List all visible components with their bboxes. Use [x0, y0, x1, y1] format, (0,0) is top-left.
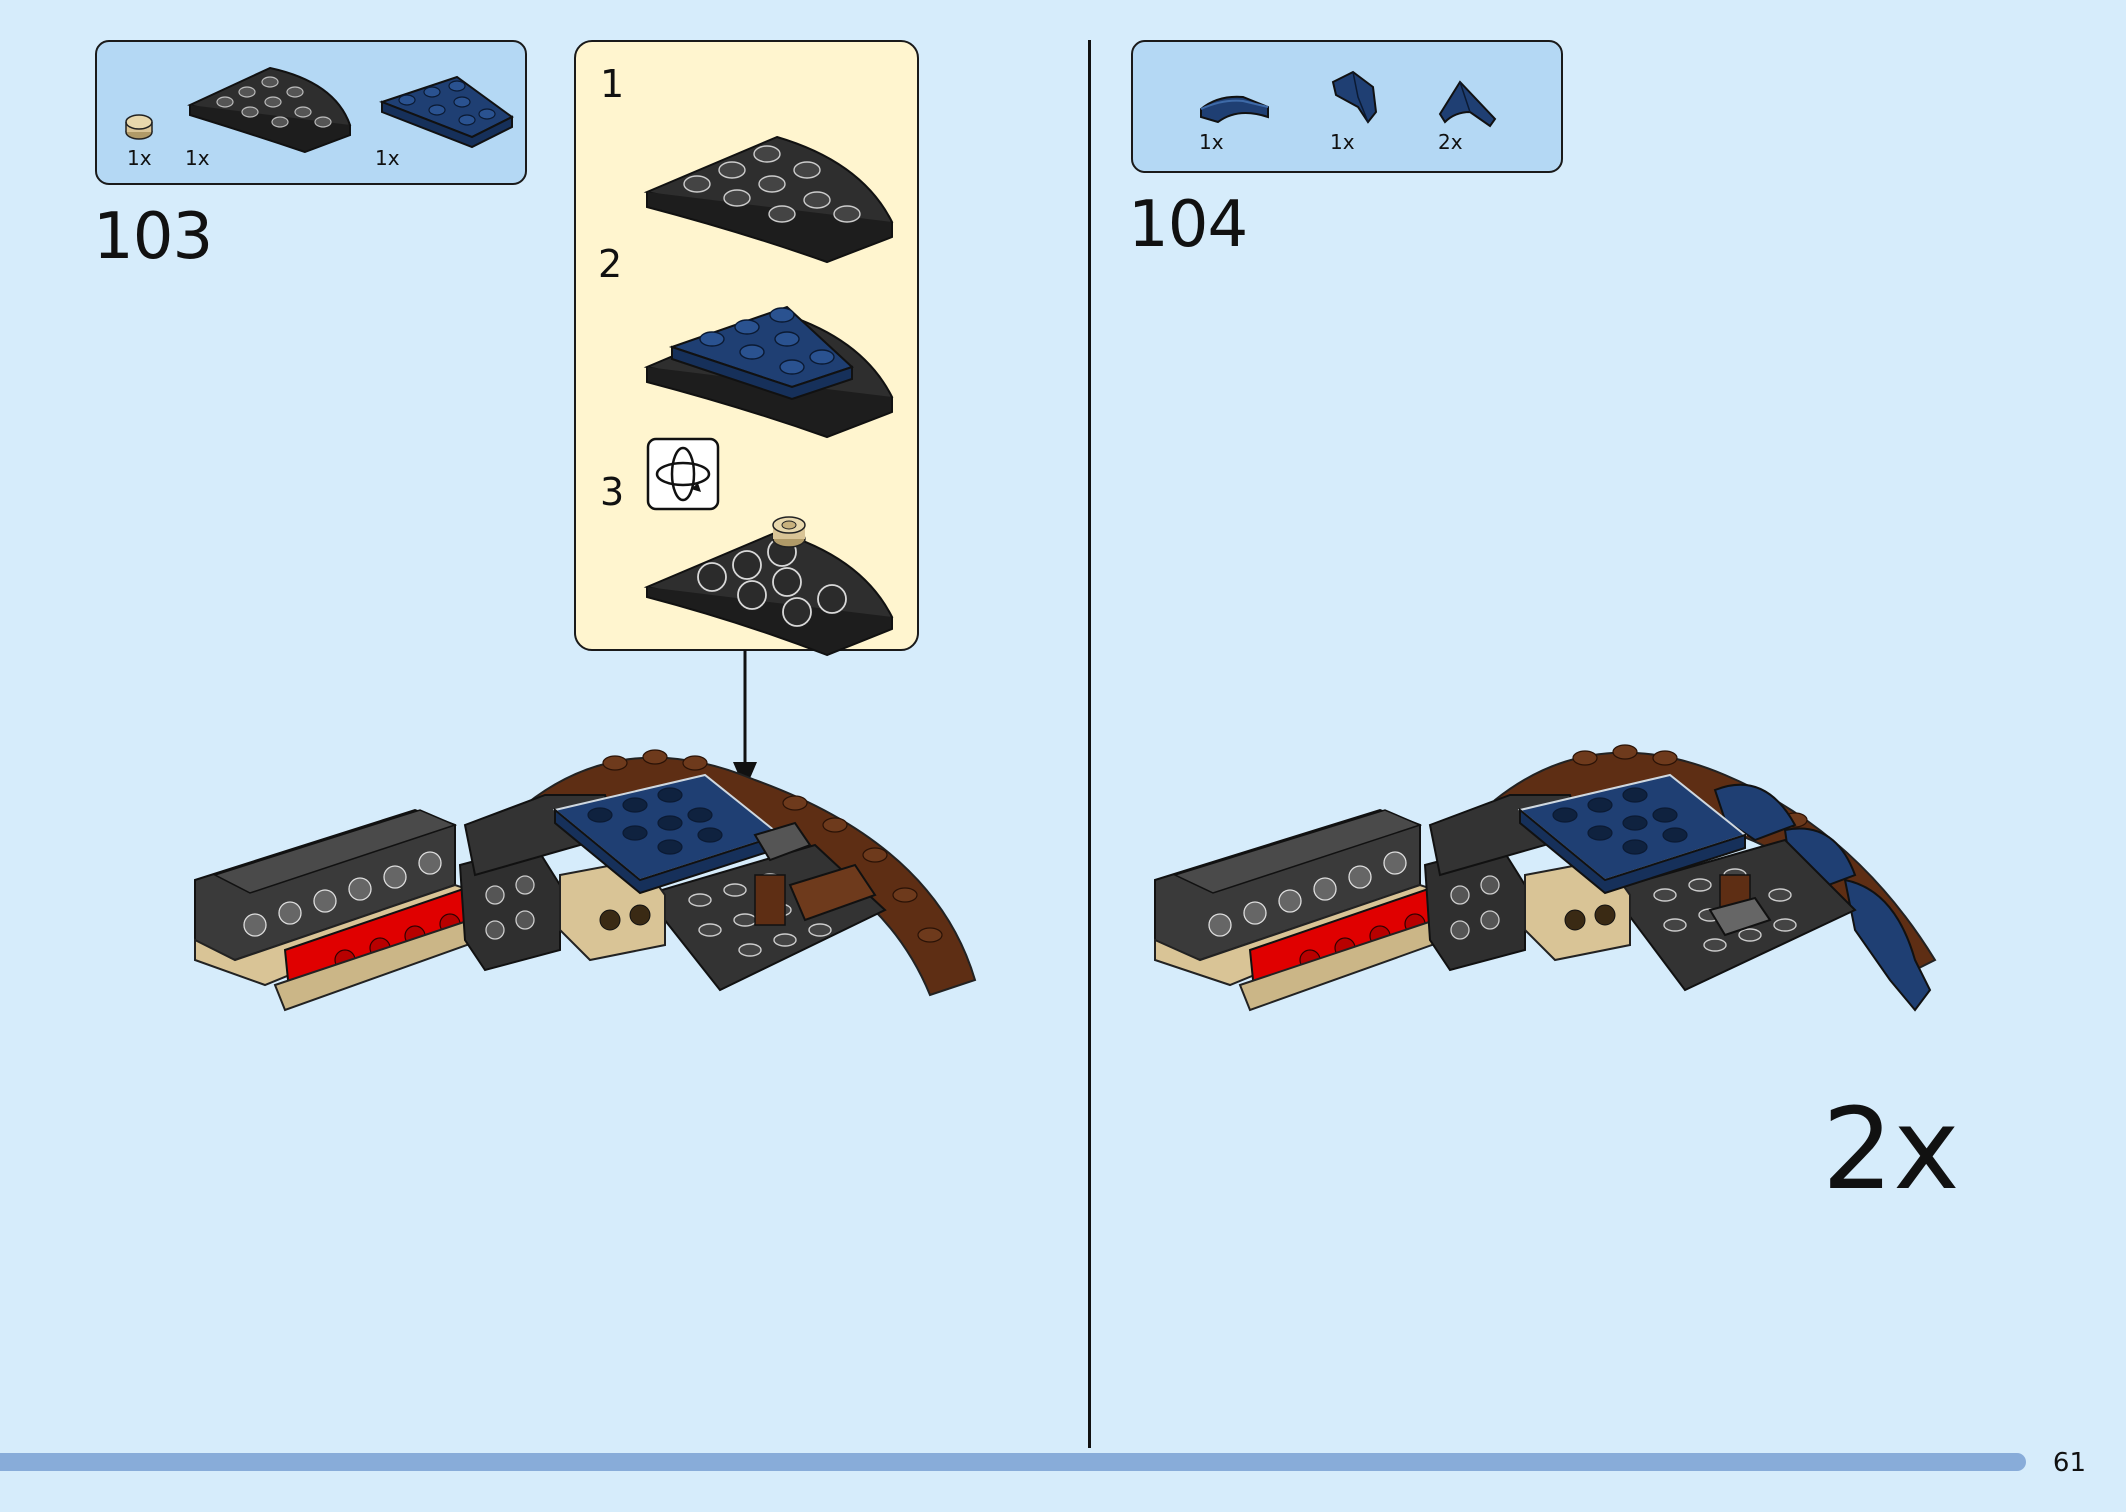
model-assembly-103 [194, 749, 977, 1012]
parts-callout-103: 1x 1x 1x [95, 40, 527, 185]
part-blue-wedge-plate [379, 75, 514, 149]
part-blue-curved-slope [1200, 95, 1269, 124]
substep-number-3: 3 [600, 470, 625, 514]
part-qty: 1x [1330, 130, 1355, 154]
part-qty: 2x [1438, 130, 1463, 154]
parts-callout-104: 1x 1x 2x [1131, 40, 1563, 173]
part-black-quarter-round-plate [187, 66, 352, 154]
sub-assembly-box: 1 2 3 [574, 40, 919, 657]
substep-3-underside-view [643, 516, 894, 657]
part-qty: 1x [375, 146, 400, 170]
substep-2-blue-on-black [643, 305, 894, 439]
step-number-103: 103 [93, 200, 213, 274]
substep-number-1: 1 [600, 62, 625, 106]
part-qty: 1x [127, 146, 152, 170]
substep-number-2: 2 [598, 242, 623, 286]
rotate-model-icon [646, 437, 720, 511]
model-assembly-104 [1154, 744, 1937, 1012]
part-blue-wing-slope [1438, 80, 1497, 128]
page-number: 61 [2052, 1448, 2086, 1478]
progress-bar [0, 1453, 2026, 1471]
part-tan-round-plate [125, 114, 153, 140]
substep-1-black-plate [643, 135, 894, 264]
part-qty: 1x [185, 146, 210, 170]
part-qty: 1x [1199, 130, 1224, 154]
page-divider [1088, 40, 1091, 1448]
step-number-104: 104 [1128, 188, 1248, 262]
part-blue-claw-piece [1331, 70, 1378, 124]
build-multiplier: 2x [1822, 1085, 1960, 1215]
